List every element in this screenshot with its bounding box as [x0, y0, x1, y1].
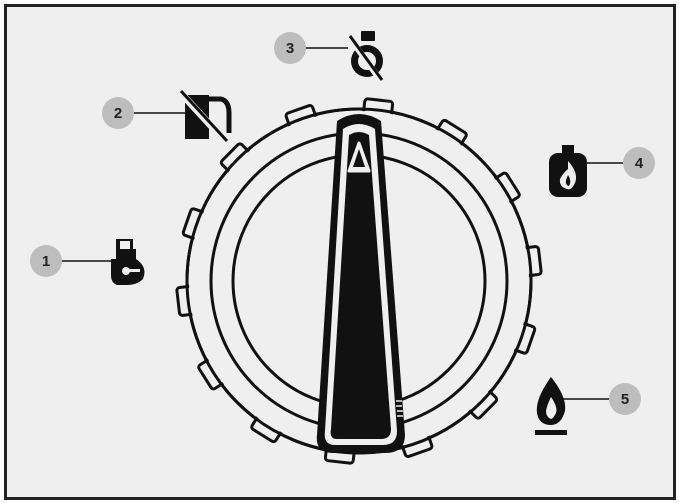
grip-lines: [396, 400, 403, 417]
callout-number: 1: [42, 253, 50, 270]
callout-badge: [30, 245, 62, 277]
selector-knob-diagram: 1 2 3 4: [30, 31, 655, 465]
callout-5: 5: [535, 377, 641, 435]
callout-number: 3: [286, 40, 294, 57]
diagram-frame: 1 2 3 4: [4, 4, 676, 500]
fuel-tank-key-icon: [111, 239, 145, 285]
gas-bottle-flame-icon: [549, 145, 587, 197]
callout-badge: [609, 383, 641, 415]
callout-4: 4: [549, 145, 655, 197]
knob-pointer-handle[interactable]: [316, 114, 405, 453]
flame-icon: [535, 377, 567, 435]
no-fuel-icon: [176, 88, 232, 144]
callout-badge: [623, 147, 655, 179]
callout-number: 5: [621, 391, 629, 408]
callout-number: 2: [114, 105, 122, 122]
callout-1: 1: [30, 239, 145, 285]
callout-number: 4: [635, 155, 644, 172]
callout-badge: [274, 32, 306, 64]
callout-2: 2: [102, 88, 232, 144]
no-gas-bottle-icon: [346, 31, 384, 83]
callout-3: 3: [274, 31, 384, 83]
callout-badge: [102, 97, 134, 129]
